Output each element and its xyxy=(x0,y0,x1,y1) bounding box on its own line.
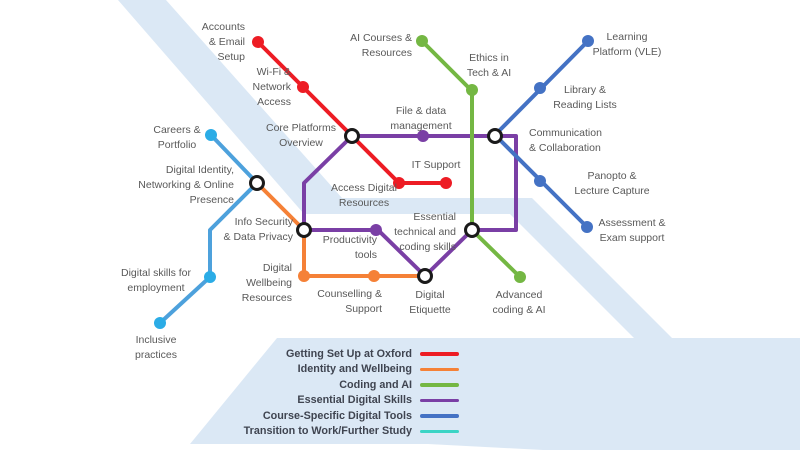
station-label-counselling-support: Counselling & Support xyxy=(317,288,382,315)
station-dot-wellbeing xyxy=(298,270,310,282)
legend-item-identity-wellbeing: Identity and Wellbeing xyxy=(244,362,459,378)
station-label-productivity-tools: Productivity tools xyxy=(322,234,377,261)
interchange-core-platforms xyxy=(344,128,360,144)
river-band xyxy=(118,0,672,338)
station-dot-advanced xyxy=(514,271,526,283)
interchange-digital-etiquette xyxy=(417,268,433,284)
legend-item-coding-ai: Coding and AI xyxy=(244,377,459,393)
interchange-stations xyxy=(249,128,503,284)
station-label-digital-identity: Digital Identity, Networking & Online Pr… xyxy=(138,164,234,206)
line-identity-wellbeing xyxy=(255,181,427,278)
station-dot-careers xyxy=(205,129,217,141)
station-label-ai-courses-resources: AI Courses & Resources xyxy=(350,32,412,59)
legend-label: Essential Digital Skills xyxy=(297,394,412,407)
legend-item-getting-set-up: Getting Set Up at Oxford xyxy=(244,346,459,362)
station-label-careers-portfolio: Careers & Portfolio xyxy=(153,124,201,151)
stations-identity-wellbeing xyxy=(298,270,380,282)
station-dot-it-support xyxy=(440,177,452,189)
station-label-info-security-data-privacy: Info Security & Data Privacy xyxy=(223,216,293,243)
station-label-learning-platform-vle: Learning Platform (VLE) xyxy=(592,31,662,58)
station-label-it-support: IT Support xyxy=(411,159,461,171)
station-label-advanced-coding-ai: Advanced coding & AI xyxy=(492,289,546,316)
legend-label: Course-Specific Digital Tools xyxy=(262,409,412,422)
legend-item-transition-work-study: Transition to Work/Further Study xyxy=(244,424,459,440)
station-dot-assessment xyxy=(581,221,593,233)
station-label-communication-collaboration: Communication & Collaboration xyxy=(529,127,602,154)
station-label-inclusive-practices: Inclusive practices xyxy=(134,334,178,361)
legend-label: Coding and AI xyxy=(339,378,412,391)
station-label-digital-wellbeing-resources: Digital Wellbeing Resources xyxy=(241,262,292,304)
station-dot-panopto xyxy=(534,175,546,187)
legend-label: Getting Set Up at Oxford xyxy=(286,347,412,360)
station-label-accounts-email-setup: Accounts & Email Setup xyxy=(201,21,245,63)
station-label-library-reading-lists: Library & Reading Lists xyxy=(553,84,617,111)
station-dot-access-digital xyxy=(393,177,405,189)
station-label-assessment-exam-support: Assessment & Exam support xyxy=(598,217,666,244)
stations-coding-ai xyxy=(416,35,526,283)
station-dot-learning-platform xyxy=(582,35,594,47)
station-dot-productivity xyxy=(370,224,382,236)
legend-swatch-blue xyxy=(420,414,459,418)
station-dot-library xyxy=(534,82,546,94)
legend-swatch-purple xyxy=(420,398,459,402)
legend-label: Transition to Work/Further Study xyxy=(243,425,412,438)
interchange-essential-skills xyxy=(464,222,480,238)
stations-essential-skills xyxy=(370,130,429,236)
station-label-file-data-management: File & data management xyxy=(390,105,452,132)
station-dot-ethics xyxy=(466,84,478,96)
station-dot-inclusive xyxy=(154,317,166,329)
station-label-essential-technical-coding: Essential technical and coding skills xyxy=(394,211,456,253)
stations-course-specific xyxy=(534,35,594,233)
legend-panel-band xyxy=(190,338,800,450)
legend-item-course-specific-tools: Course-Specific Digital Tools xyxy=(244,408,459,424)
station-label-wifi-network-access: Wi-Fi & Network Access xyxy=(252,66,291,108)
station-dot-employment xyxy=(204,271,216,283)
line-coding-ai xyxy=(420,39,522,279)
interchange-communication xyxy=(487,128,503,144)
legend-swatch-green xyxy=(420,383,459,387)
station-dot-file-data xyxy=(417,130,429,142)
station-label-panopto-lecture-capture: Panopto & Lecture Capture xyxy=(574,170,650,197)
interchange-info-security xyxy=(296,222,312,238)
stations-getting-set-up xyxy=(252,36,452,189)
station-dot-accounts xyxy=(252,36,264,48)
station-label-core-platforms-overview: Core Platforms Overview xyxy=(265,122,337,149)
legend-label: Identity and Wellbeing xyxy=(297,363,412,376)
legend-swatch-teal xyxy=(420,429,459,433)
legend: Getting Set Up at Oxford Identity and We… xyxy=(244,346,459,439)
station-label-access-digital-resources: Access Digital Resources xyxy=(331,182,397,209)
stations-transition xyxy=(154,129,217,329)
station-label-digital-etiquette: Digital Etiquette xyxy=(409,289,451,316)
station-label-digital-skills-employment: Digital skills for employment xyxy=(120,267,192,294)
station-label-ethics-tech-ai: Ethics in Tech & AI xyxy=(466,52,512,79)
station-dot-counselling xyxy=(368,270,380,282)
line-transition-to-work xyxy=(158,133,259,325)
legend-swatch-orange xyxy=(420,367,459,371)
interchange-digital-identity xyxy=(249,175,265,191)
legend-swatch-red xyxy=(420,352,459,356)
station-dot-ai-courses xyxy=(416,35,428,47)
legend-item-essential-digital-skills: Essential Digital Skills xyxy=(244,393,459,409)
station-dot-wifi xyxy=(297,81,309,93)
